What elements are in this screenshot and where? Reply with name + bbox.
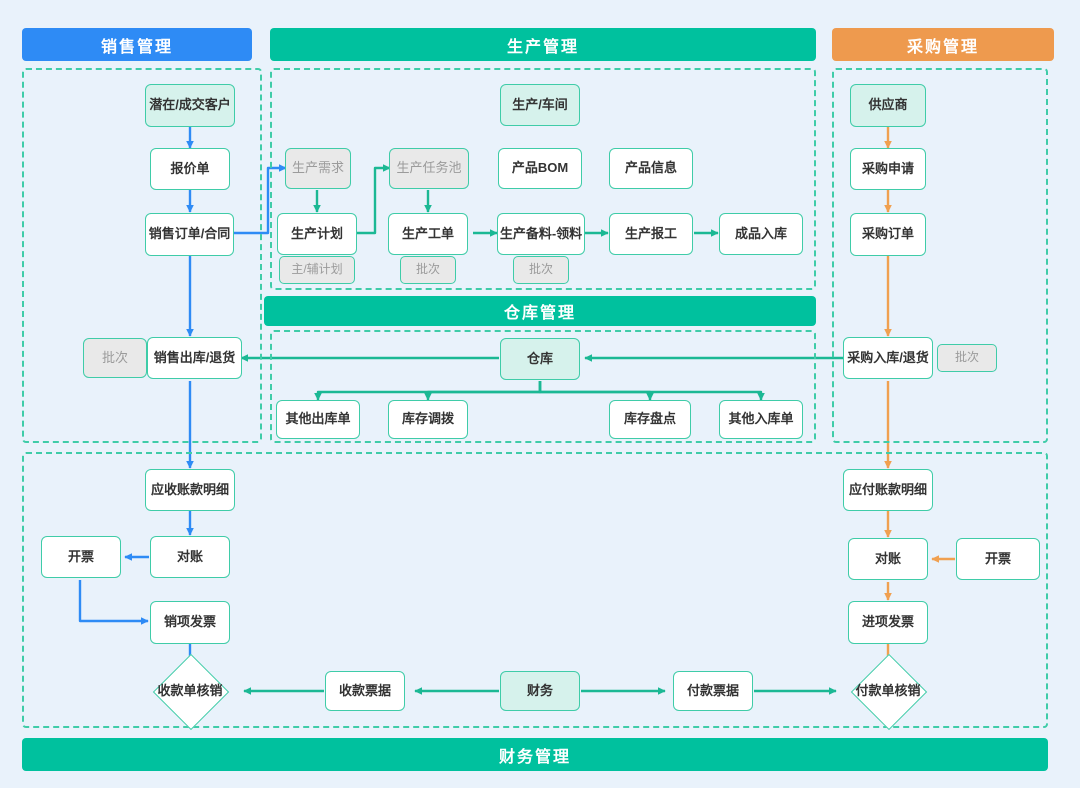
warehouse-group-box (270, 330, 816, 443)
node-input-invoice[interactable]: 进项发票 (848, 601, 928, 644)
node-label: 收款单核销 (157, 682, 223, 698)
node-receipt-writeoff[interactable]: 收款单核销 (140, 653, 240, 731)
node-production-report[interactable]: 生产报工 (609, 213, 693, 255)
node-ap-invoice-issue[interactable]: 开票 (956, 538, 1040, 580)
node-potential-customer[interactable]: 潜在/成交客户 (145, 84, 235, 127)
node-production-work-order-sub[interactable]: 批次 (400, 256, 456, 284)
node-output-invoice[interactable]: 销项发票 (150, 601, 230, 644)
node-finance-hub[interactable]: 财务 (500, 671, 580, 711)
node-purchase-request[interactable]: 采购申请 (850, 148, 926, 190)
purchase-group-box (832, 68, 1048, 443)
node-purchase-inbound-return[interactable]: 采购入库/退货 (843, 337, 933, 379)
node-production-material-pick[interactable]: 生产备料-领料 (497, 213, 585, 255)
node-production-task-pool[interactable]: 生产任务池 (389, 148, 469, 189)
node-payment-writeoff[interactable]: 付款单核销 (838, 653, 938, 731)
node-product-info[interactable]: 产品信息 (609, 148, 693, 189)
node-production-plan[interactable]: 生产计划 (277, 213, 357, 255)
section-title-production: 生产管理 (270, 28, 816, 61)
node-finished-goods-inbound[interactable]: 成品入库 (719, 213, 803, 255)
node-inventory-transfer[interactable]: 库存调拨 (388, 400, 468, 439)
node-receipt-voucher[interactable]: 收款票据 (325, 671, 405, 711)
finance-group-box (22, 452, 1048, 728)
node-ar-detail[interactable]: 应收账款明细 (145, 469, 235, 511)
node-product-bom[interactable]: 产品BOM (498, 148, 582, 189)
node-production-material-pick-sub[interactable]: 批次 (513, 256, 569, 284)
node-sales-order-contract[interactable]: 销售订单/合同 (145, 213, 234, 256)
node-ar-invoice-issue[interactable]: 开票 (41, 536, 121, 578)
node-quotation[interactable]: 报价单 (150, 148, 230, 190)
node-other-outbound[interactable]: 其他出库单 (276, 400, 360, 439)
production-group-box (270, 68, 816, 290)
node-production-work-order[interactable]: 生产工单 (388, 213, 468, 255)
node-ap-reconciliation[interactable]: 对账 (848, 538, 928, 580)
node-inventory-count[interactable]: 库存盘点 (609, 400, 691, 439)
node-ar-reconciliation[interactable]: 对账 (150, 536, 230, 578)
node-sales-outbound-batch[interactable]: 批次 (83, 338, 147, 378)
node-payment-voucher[interactable]: 付款票据 (673, 671, 753, 711)
node-purchase-order[interactable]: 采购订单 (850, 213, 926, 256)
node-label: 付款单核销 (855, 682, 921, 698)
node-production-plan-sub[interactable]: 主/辅计划 (279, 256, 355, 284)
sales-group-box (22, 68, 262, 443)
node-sales-outbound-return[interactable]: 销售出库/退货 (147, 337, 242, 379)
node-other-inbound[interactable]: 其他入库单 (719, 400, 803, 439)
section-title-warehouse: 仓库管理 (264, 296, 816, 326)
section-title-finance: 财务管理 (22, 738, 1048, 771)
section-title-purchase: 采购管理 (832, 28, 1054, 61)
node-warehouse[interactable]: 仓库 (500, 338, 580, 380)
node-production-demand[interactable]: 生产需求 (285, 148, 351, 189)
node-ap-detail[interactable]: 应付账款明细 (843, 469, 933, 511)
node-production-workshop[interactable]: 生产/车间 (500, 84, 580, 126)
section-title-sales: 销售管理 (22, 28, 252, 61)
node-purchase-inbound-batch[interactable]: 批次 (937, 344, 997, 372)
node-supplier[interactable]: 供应商 (850, 84, 926, 127)
